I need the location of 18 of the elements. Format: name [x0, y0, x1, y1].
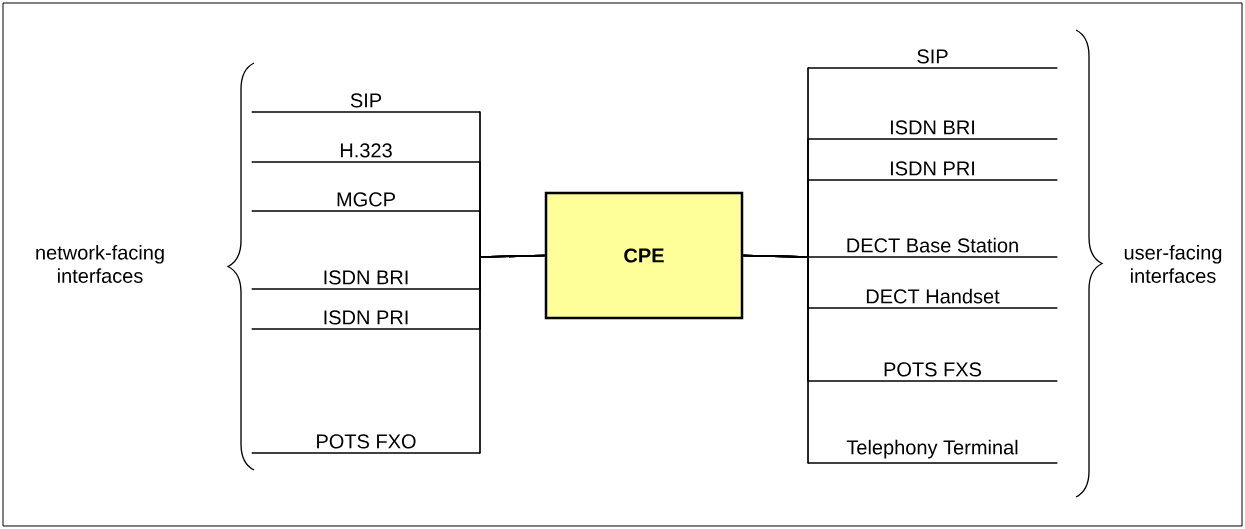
interface-label: ISDN BRI	[251, 270, 481, 290]
connector-line	[479, 254, 546, 454]
interface-label: DECT Handset	[807, 288, 1058, 309]
connector-line	[742, 254, 809, 464]
interface-label: POTS FXO	[251, 434, 481, 454]
interface-label: ISDN BRI	[807, 120, 1058, 140]
interface-label: ISDN PRI	[807, 161, 1058, 181]
interface-label: Telephony Terminal	[807, 439, 1058, 464]
interface-label: MGCP	[251, 192, 481, 212]
side-label: user-facing interfaces	[1124, 245, 1222, 283]
interface-label: H.323	[251, 143, 481, 163]
interface-label: DECT Base Station	[807, 237, 1058, 258]
side-label: network-facing interfaces	[36, 245, 164, 283]
interface-label: ISDN PRI	[251, 310, 481, 330]
interface-label: SIP	[807, 49, 1058, 69]
interface-label: SIP	[251, 93, 481, 113]
process-box: CPE	[544, 191, 744, 320]
interface-label: POTS FXS	[807, 362, 1058, 382]
